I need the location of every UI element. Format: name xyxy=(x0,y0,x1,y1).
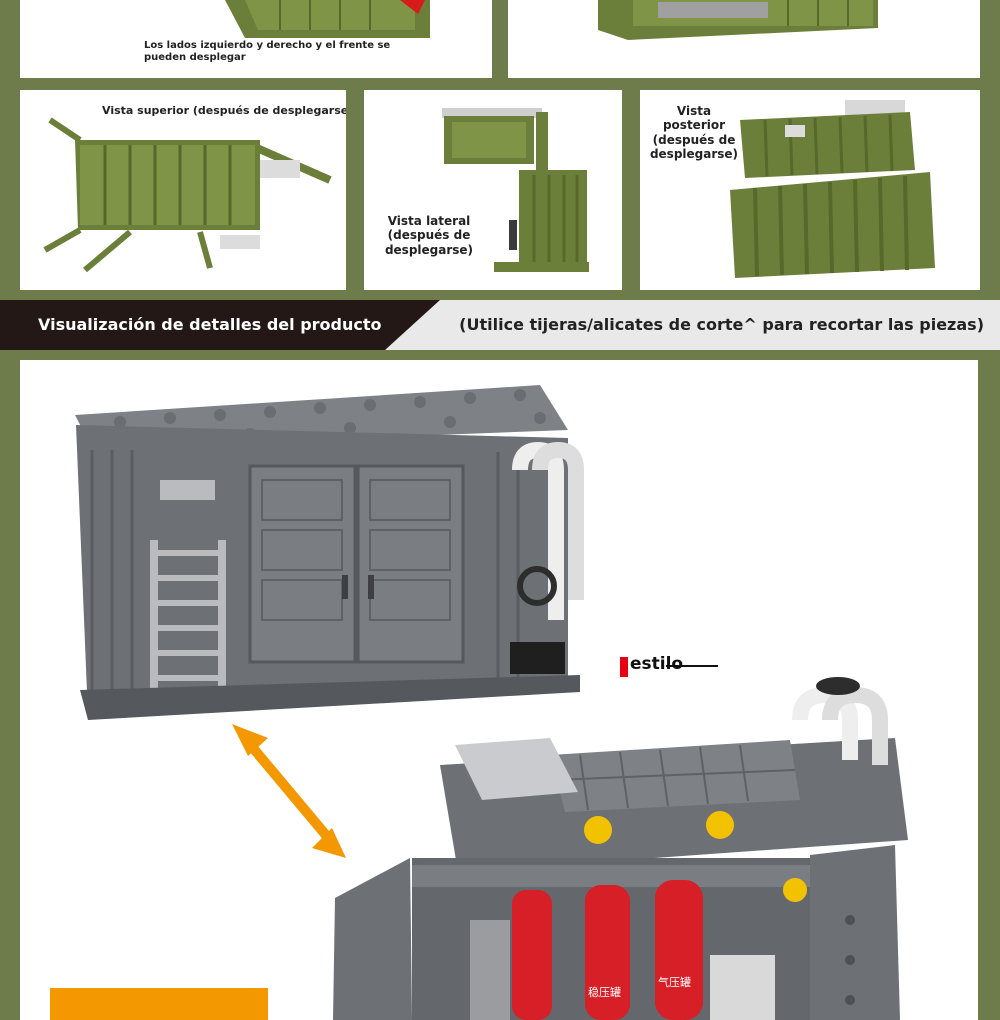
green-container-open-illustration xyxy=(598,0,878,40)
top-view-caption: Vista superior (después de desplegarse) xyxy=(102,104,346,117)
style-underline xyxy=(666,665,718,667)
side-view-panel: Vista lateral (después de desplegarse) xyxy=(364,90,622,290)
orange-tag xyxy=(50,988,268,1020)
tank-label-2: 气压罐 xyxy=(658,976,691,989)
top-left-panel: Los lados izquierdo y derecho y el frent… xyxy=(20,0,492,78)
style-marker xyxy=(620,657,628,677)
rear-view-caption-line-4: desplegarse) xyxy=(649,147,739,162)
rear-view-illustration xyxy=(730,100,935,278)
section-banner: Visualización de detalles del producto (… xyxy=(0,300,1000,350)
rear-view-caption-line-3: (después de xyxy=(652,132,736,147)
rear-view-caption: Vista posterior (después de desplegarse) xyxy=(648,104,740,162)
gray-container-closed-illustration xyxy=(75,385,908,1020)
side-view-caption-line-1: Vista lateral xyxy=(387,214,471,228)
side-view-caption-line-2: (después de xyxy=(387,228,471,243)
top-view-illustration xyxy=(43,117,332,273)
side-view-illustration xyxy=(442,108,589,272)
side-view-caption: Vista lateral (después de desplegarse) xyxy=(374,214,484,257)
product-detail-panel: estilo 稳压罐 气压罐 xyxy=(20,360,978,1020)
top-view-panel: Vista superior (después de desplegarse) xyxy=(20,90,346,290)
banner-title: Visualización de detalles del producto xyxy=(38,315,382,334)
top-right-panel xyxy=(508,0,980,78)
banner-note: (Utilice tijeras/alicates de corte^ para… xyxy=(459,315,984,334)
rear-view-panel: Vista posterior (después de desplegarse) xyxy=(640,90,980,290)
rear-view-caption-line-1: Vista xyxy=(676,104,712,118)
rear-view-caption-line-2: posterior xyxy=(662,118,726,133)
tank-label-1: 稳压罐 xyxy=(588,986,621,999)
banner-left-block: Visualización de detalles del producto xyxy=(0,300,440,350)
green-container-unfolding-illustration xyxy=(225,0,430,38)
unfold-caption: Los lados izquierdo y derecho y el frent… xyxy=(144,40,391,63)
side-view-caption-line-3: desplegarse) xyxy=(384,242,474,257)
style-label: estilo xyxy=(630,654,684,674)
